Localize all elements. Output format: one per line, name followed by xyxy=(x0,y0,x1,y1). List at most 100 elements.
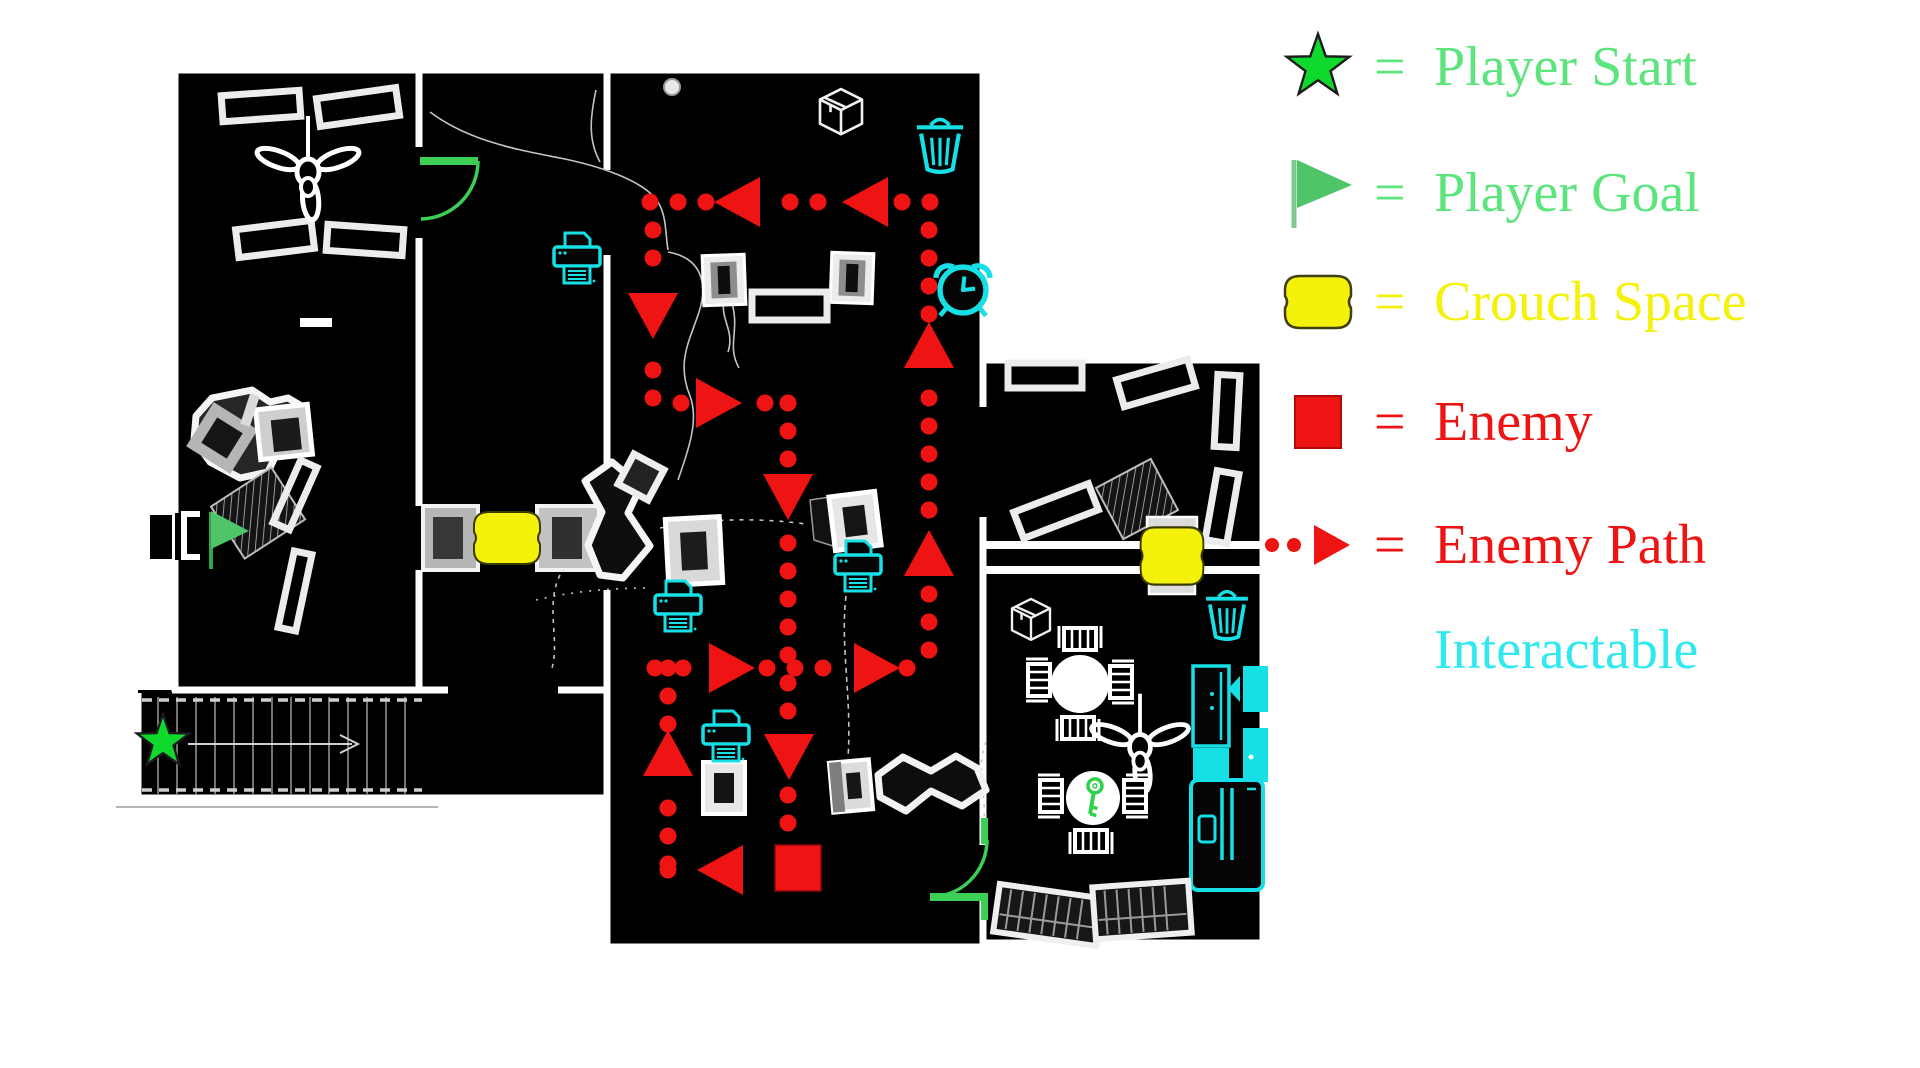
central-room-furniture xyxy=(581,78,990,816)
legend-label: Crouch Space xyxy=(1434,271,1747,333)
desk xyxy=(826,757,876,815)
bench xyxy=(1004,359,1086,392)
legend-label: Interactable xyxy=(1434,619,1699,681)
enemy-path-dot xyxy=(641,193,659,211)
enemy-path-arrow xyxy=(763,474,813,520)
enemy-path-dot xyxy=(779,674,797,692)
enemy-path-dot xyxy=(644,361,662,379)
enemy-path-dot xyxy=(920,613,938,631)
enemy-path-dot xyxy=(779,618,797,636)
legend-row-interactable: Interactable xyxy=(1262,611,1698,689)
enemy-path-dot xyxy=(756,394,774,412)
chair-desk xyxy=(828,250,876,306)
enemy-path-dot xyxy=(779,562,797,580)
enemy-path-dot xyxy=(659,659,677,677)
no-icon xyxy=(1262,611,1374,689)
enemy-path-dot xyxy=(672,394,690,412)
enemy-path-dot xyxy=(644,221,662,239)
enemy-path-arrow xyxy=(854,643,900,693)
wall-shelf xyxy=(300,318,332,327)
enemy-path-dot xyxy=(779,534,797,552)
middle-room xyxy=(420,157,601,572)
enemy-path-dot xyxy=(669,193,687,211)
enemy-path-dot xyxy=(920,305,938,323)
legend-row-crouch-space: = Crouch Space xyxy=(1262,263,1747,341)
enemy-path-arrow xyxy=(696,378,742,428)
enemy-path-dot xyxy=(697,193,715,211)
enemy-path-dot xyxy=(809,193,827,211)
enemy-path-arrow xyxy=(904,530,954,576)
crouch-icon xyxy=(1262,263,1374,341)
enemy-path-dot xyxy=(779,422,797,440)
enemy-path-dot xyxy=(779,814,797,832)
legend-label: Enemy Path xyxy=(1434,514,1707,576)
board xyxy=(273,546,317,636)
legend-eq: = xyxy=(1374,514,1406,576)
enemy-path-dot xyxy=(659,861,677,879)
door-icon xyxy=(929,818,989,920)
enemy-path-dot xyxy=(779,646,797,664)
enemy-path-dot xyxy=(779,702,797,720)
enemy-icon xyxy=(1262,383,1374,461)
enemy-square xyxy=(774,844,822,892)
desk xyxy=(701,760,747,816)
enemy-path-arrow xyxy=(764,734,814,780)
flag-icon xyxy=(1262,154,1374,232)
crouch-space xyxy=(1139,526,1205,586)
player-goal-flag xyxy=(209,511,249,569)
room-middle xyxy=(419,68,607,690)
corridor-right xyxy=(985,549,1263,566)
table xyxy=(231,216,319,262)
enemy-path-dot xyxy=(786,659,804,677)
enemy-path-dot xyxy=(920,445,938,463)
locker-icon xyxy=(1191,664,1231,782)
enemy-path-arrow xyxy=(842,177,888,227)
exit-block xyxy=(150,515,172,559)
enemy-path-dot xyxy=(779,450,797,468)
enemy-path-dot xyxy=(659,687,677,705)
legend-eq: = xyxy=(1374,271,1406,333)
legend-row-enemy-path: = Enemy Path xyxy=(1262,506,1706,584)
broken-desk-east xyxy=(809,488,884,554)
enemy-path-dot xyxy=(644,389,662,407)
stairs-direction-arrow xyxy=(188,734,361,754)
crumpled-debris xyxy=(874,752,990,815)
table xyxy=(312,83,404,131)
enemy-path-dot xyxy=(893,193,911,211)
enemy-path-arrow xyxy=(628,293,678,339)
crouch-desk-left xyxy=(421,504,480,572)
enemy-path-dot xyxy=(920,221,938,239)
enemy-path xyxy=(628,177,954,895)
enemy-path-dot xyxy=(920,641,938,659)
legend-label: Player Goal xyxy=(1434,162,1700,224)
star-icon xyxy=(1262,28,1374,106)
table xyxy=(217,86,305,126)
enemy-path-dot xyxy=(646,659,664,677)
enemy-path-dot xyxy=(814,659,832,677)
key-icon xyxy=(1086,777,1104,818)
legend-row-player-start: = Player Start xyxy=(1262,28,1697,106)
couch xyxy=(989,877,1195,950)
enemy-path-arrow xyxy=(697,845,743,895)
enemy-path-dot xyxy=(758,659,776,677)
enemy-path-dot xyxy=(659,827,677,845)
door-icon xyxy=(420,157,480,221)
enemy-path-dot xyxy=(921,193,939,211)
enemy-path-arrow xyxy=(643,730,693,776)
legend-eq: = xyxy=(1374,391,1406,453)
round-table-with-chairs xyxy=(1024,624,1136,743)
enemy-path-dot xyxy=(644,249,662,267)
round-table-with-key xyxy=(1036,771,1150,856)
enemy-path-arrow xyxy=(904,322,954,368)
fridge-icon xyxy=(1189,778,1265,892)
alarm-clock-icon xyxy=(936,266,990,316)
enemy-path-dot xyxy=(779,590,797,608)
enemy-path-dot xyxy=(920,417,938,435)
enemy-path-dot xyxy=(781,193,799,211)
broken-furniture-pile xyxy=(186,386,316,482)
desk xyxy=(252,401,316,463)
chair-desk xyxy=(700,252,748,308)
stairs xyxy=(142,697,422,794)
door-frame xyxy=(181,511,200,560)
